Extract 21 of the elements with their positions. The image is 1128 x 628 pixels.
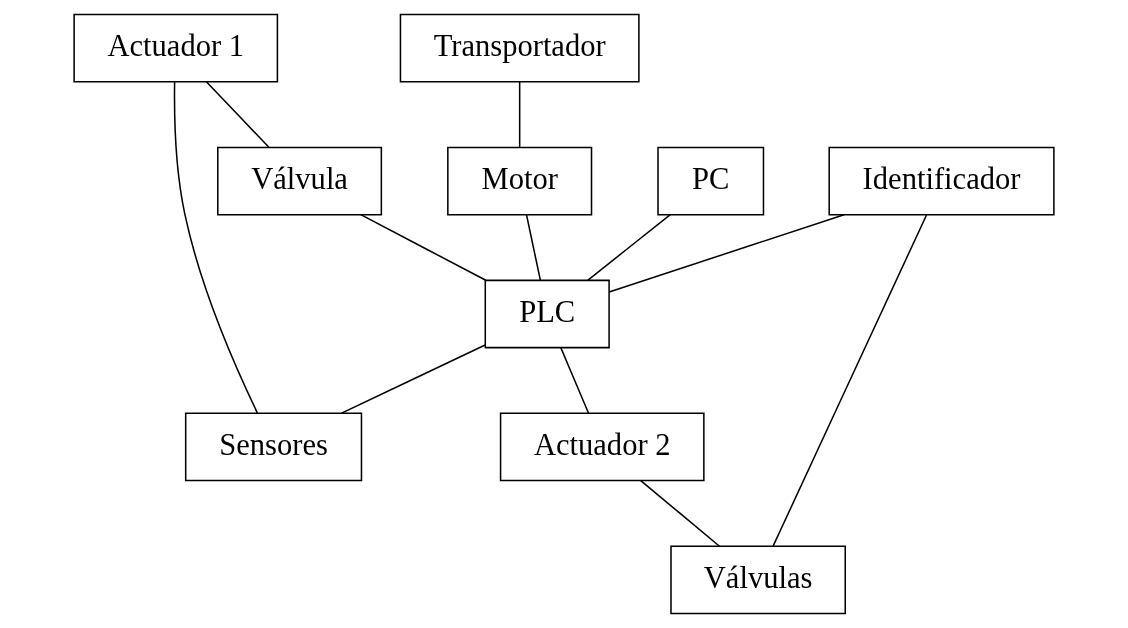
connector bbox=[360, 213, 487, 282]
connector bbox=[560, 346, 590, 415]
node-box: Válvulas bbox=[670, 545, 846, 615]
connector bbox=[525, 213, 542, 282]
node-box: PLC bbox=[484, 279, 610, 349]
node-box: Sensores bbox=[184, 412, 363, 482]
connector bbox=[518, 80, 521, 149]
connector bbox=[608, 213, 845, 293]
connector bbox=[173, 81, 259, 414]
connector bbox=[640, 479, 721, 547]
node-box: Actuador 1 bbox=[73, 13, 279, 83]
connector bbox=[205, 80, 270, 149]
node-box: Transportador bbox=[399, 13, 640, 83]
node-box: Válvula bbox=[217, 146, 383, 216]
node-box: Identificador bbox=[828, 146, 1055, 216]
node-box: Actuador 2 bbox=[499, 412, 705, 482]
connector bbox=[586, 213, 672, 282]
node-box: PC bbox=[657, 146, 765, 216]
connector bbox=[340, 344, 486, 414]
connector bbox=[772, 214, 928, 547]
node-box: Motor bbox=[447, 146, 593, 216]
